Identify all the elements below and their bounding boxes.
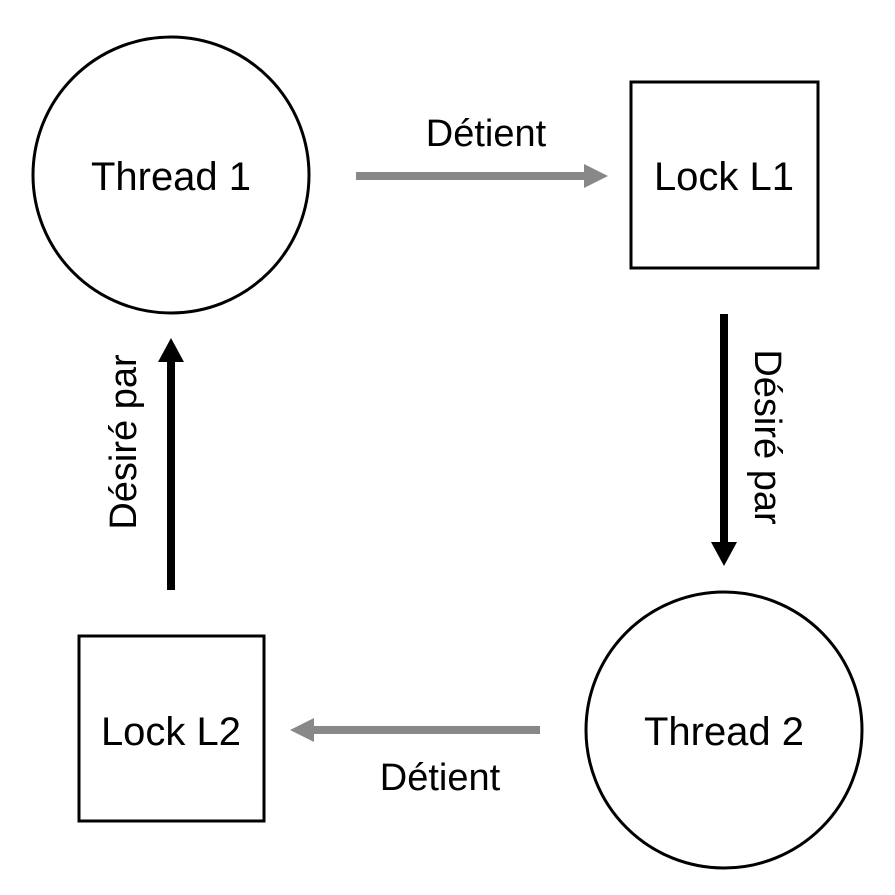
holds-label-top: Détient <box>426 113 547 155</box>
wanted-label-right: Désiré par <box>746 349 788 525</box>
edge-thread2-holds-lock2: Détient <box>290 718 540 799</box>
thread-1-label: Thread 1 <box>91 155 251 199</box>
edge-thread1-holds-lock1: Détient <box>356 113 608 188</box>
thread-2-label: Thread 2 <box>644 710 804 754</box>
edge-lock2-wanted-by-thread1: Désiré par <box>103 338 184 590</box>
edge-lock1-wanted-by-thread2: Désiré par <box>711 314 788 566</box>
lock-l1-label: Lock L1 <box>654 155 794 199</box>
arrowhead-up-icon <box>158 338 184 362</box>
arrowhead-down-icon <box>711 542 737 566</box>
holds-label-bottom: Détient <box>380 757 501 799</box>
thread-2-circle <box>584 590 864 870</box>
wanted-label-left: Désiré par <box>103 354 145 530</box>
thread-1-node: Thread 1 <box>31 35 311 315</box>
thread-1-circle <box>31 35 311 315</box>
lock-l2-label: Lock L2 <box>101 710 241 754</box>
lock-l2-box <box>77 634 266 823</box>
lock-l1-box <box>629 80 820 270</box>
lock-l2-node: Lock L2 <box>77 634 266 823</box>
thread-2-node: Thread 2 <box>584 590 864 870</box>
lock-l1-node: Lock L1 <box>629 80 820 270</box>
arrowhead-right-icon <box>584 164 608 188</box>
arrowhead-left-icon <box>290 718 314 742</box>
